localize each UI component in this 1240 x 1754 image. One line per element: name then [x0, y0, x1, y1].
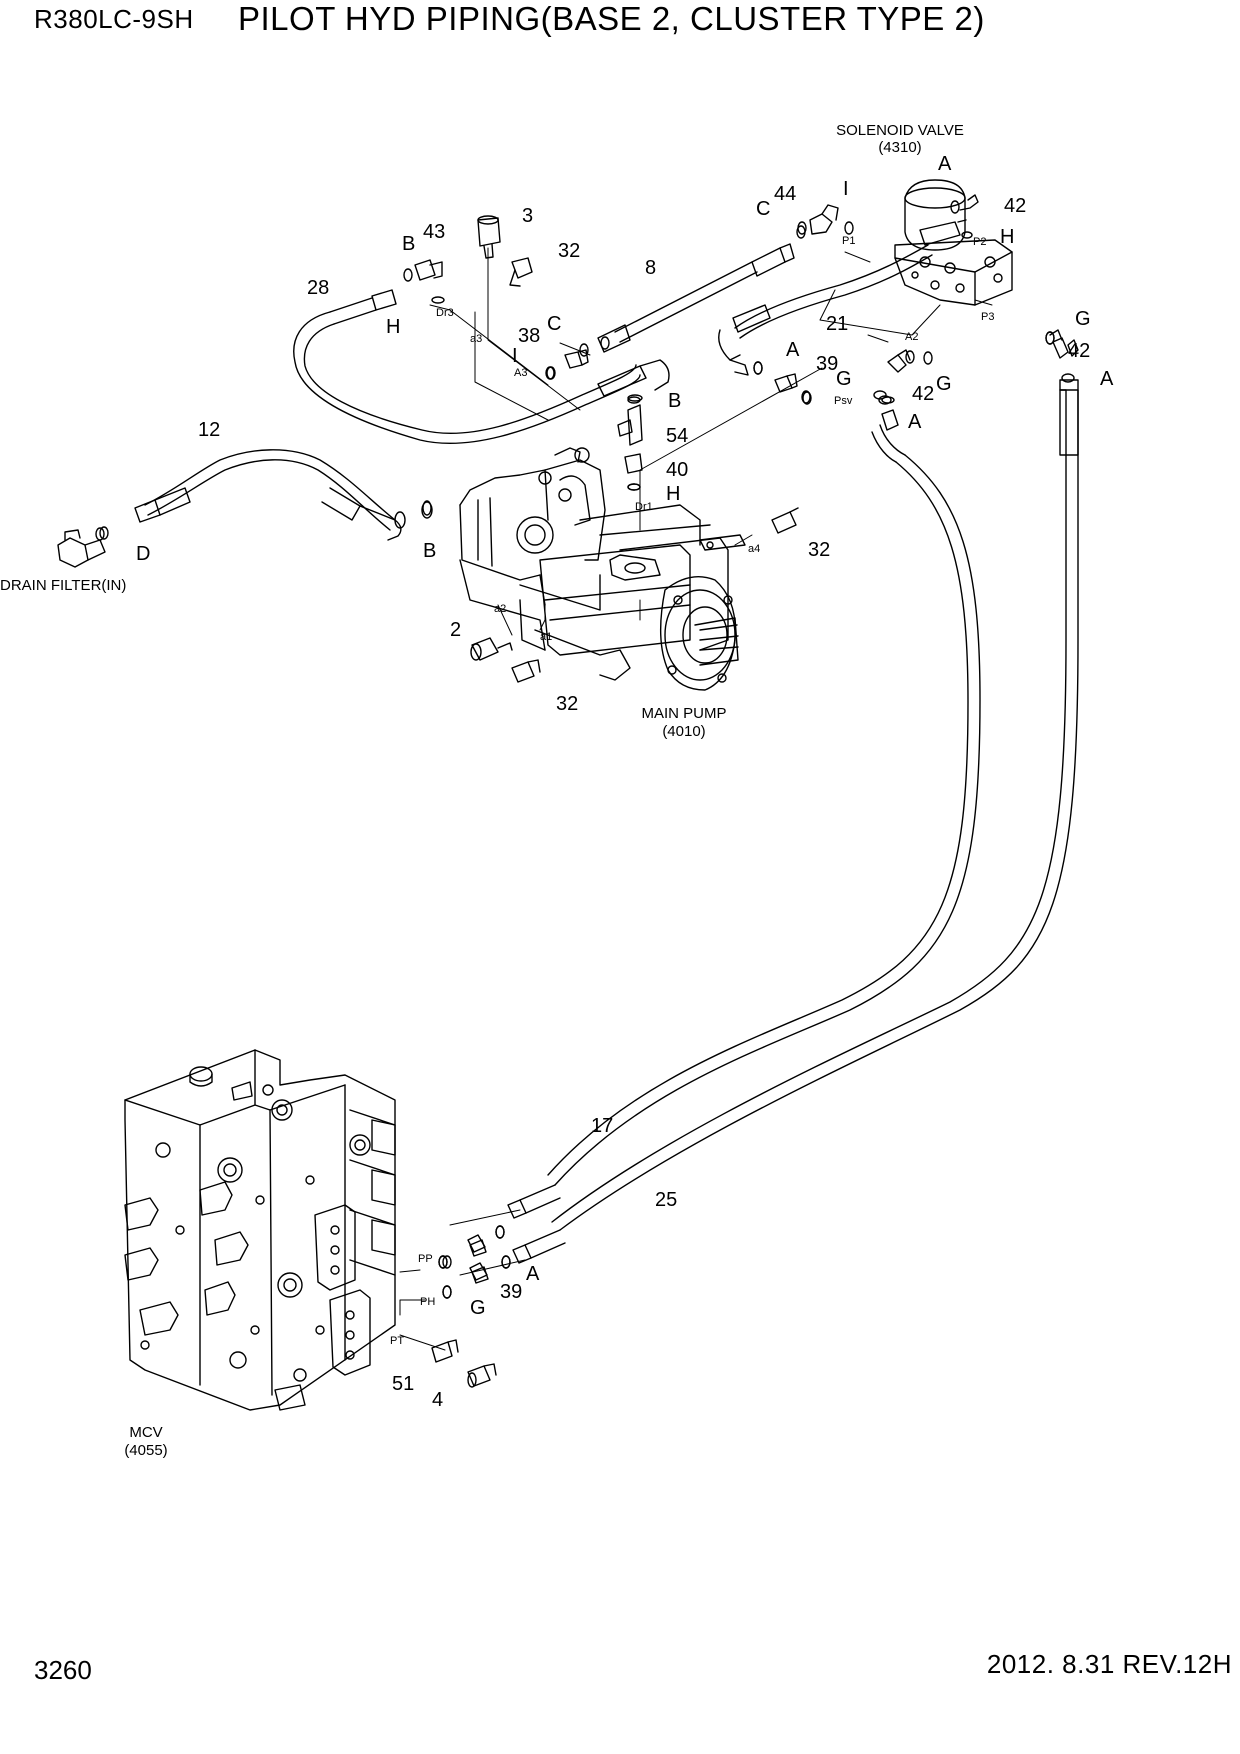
callout-label: I: [843, 178, 849, 200]
leader-lines: [399, 247, 993, 1351]
main-pump-code: (4010): [662, 723, 705, 740]
callout-label: C: [547, 313, 561, 335]
port-label: P1: [842, 235, 855, 247]
callout-label: A: [526, 1263, 540, 1285]
callout-label: 4: [432, 1389, 443, 1411]
drain-filter: [57, 526, 109, 568]
callout-label: G: [470, 1297, 486, 1319]
port-label: A3: [514, 367, 527, 379]
port-label: a1: [540, 631, 552, 643]
model-number: R380LC-9SH: [34, 4, 194, 34]
callout-label: 40: [666, 459, 688, 481]
callout-label: H: [666, 483, 680, 505]
drain-filter-name: DRAIN FILTER(IN): [0, 577, 126, 594]
callout-label: 32: [556, 693, 578, 715]
port-label: a4: [748, 543, 760, 555]
callout-label: G: [1075, 308, 1091, 330]
solenoid-valve-code: (4310): [878, 139, 921, 156]
port-labels: P1 P2 P3 A2 Dr3 a3 A3 Psv Dr1 a4 a2 a1 P…: [390, 235, 994, 1347]
hose-28: [293, 259, 670, 445]
hose-8: [579, 204, 854, 357]
solenoid-valve: [894, 179, 1013, 306]
hose-17: [547, 395, 981, 1186]
callout-labels: A I 44 C 42 H 3 43 B 32 8 28 H 21 38 C I…: [136, 153, 1114, 1411]
callout-label: 3: [522, 205, 533, 227]
callout-label: 25: [655, 1189, 677, 1211]
port-label: Dr3: [436, 307, 454, 319]
callout-label: 42: [912, 383, 934, 405]
solenoid-valve-name: SOLENOID VALVE: [836, 122, 964, 139]
callout-label: H: [386, 316, 400, 338]
callout-label: H: [1000, 226, 1014, 248]
callout-label: 17: [591, 1115, 613, 1137]
callout-label: 54: [666, 425, 688, 447]
callout-label: 2: [450, 619, 461, 641]
callout-label: 42: [1068, 340, 1090, 362]
port-label: a2: [494, 603, 506, 615]
small-fittings: [431, 215, 1075, 1388]
revision-date: 2012. 8.31 REV.12H: [986, 1649, 1232, 1679]
port-label: Dr1: [635, 501, 653, 513]
port-label: P3: [981, 311, 994, 323]
callout-label: B: [423, 540, 436, 562]
mcv-name: MCV: [129, 1424, 162, 1441]
page-number: 3260: [34, 1655, 92, 1685]
callout-label: 42: [1004, 195, 1026, 217]
callout-label: B: [668, 390, 681, 412]
port-label: Psv: [834, 395, 853, 407]
component-captions: SOLENOID VALVE (4310) MAIN PUMP (4010) M…: [0, 122, 964, 1459]
callout-label: B: [402, 233, 415, 255]
port-label: PT: [390, 1335, 404, 1347]
callout-label: 51: [392, 1373, 414, 1395]
callout-label: A: [908, 411, 922, 433]
page-title: PILOT HYD PIPING(BASE 2, CLUSTER TYPE 2): [238, 0, 985, 37]
callout-label: 39: [816, 353, 838, 375]
hose-25: [551, 339, 1079, 1231]
callout-label: C: [756, 198, 770, 220]
callout-label: D: [136, 543, 150, 565]
callout-label: 8: [645, 257, 656, 279]
callout-label: G: [936, 373, 952, 395]
callout-label: I: [512, 345, 518, 367]
callout-label: 28: [307, 277, 329, 299]
callout-label: 39: [500, 1281, 522, 1303]
port-label: a3: [470, 333, 482, 345]
callout-label: 12: [198, 419, 220, 441]
mcv-code: (4055): [124, 1442, 167, 1459]
callout-label: 21: [826, 313, 848, 335]
callout-label: 43: [423, 221, 445, 243]
port-label: P2: [973, 236, 986, 248]
o-rings: [95, 200, 1055, 1299]
callout-label: A: [786, 339, 800, 361]
port-label: PP: [418, 1253, 433, 1265]
callout-label: A: [1100, 368, 1114, 390]
callout-label: 32: [808, 539, 830, 561]
callout-label: G: [836, 368, 852, 390]
callout-label: 38: [518, 325, 540, 347]
mcv-block: [124, 1049, 396, 1411]
callout-label: 44: [774, 183, 796, 205]
callout-label: 32: [558, 240, 580, 262]
port-label: A2: [905, 331, 918, 343]
hose-12: [134, 449, 433, 541]
port-label: PH: [420, 1296, 435, 1308]
hose-21: [718, 221, 961, 376]
main-pump: [459, 447, 746, 691]
callout-label: A: [938, 153, 952, 175]
main-pump-name: MAIN PUMP: [641, 705, 726, 722]
